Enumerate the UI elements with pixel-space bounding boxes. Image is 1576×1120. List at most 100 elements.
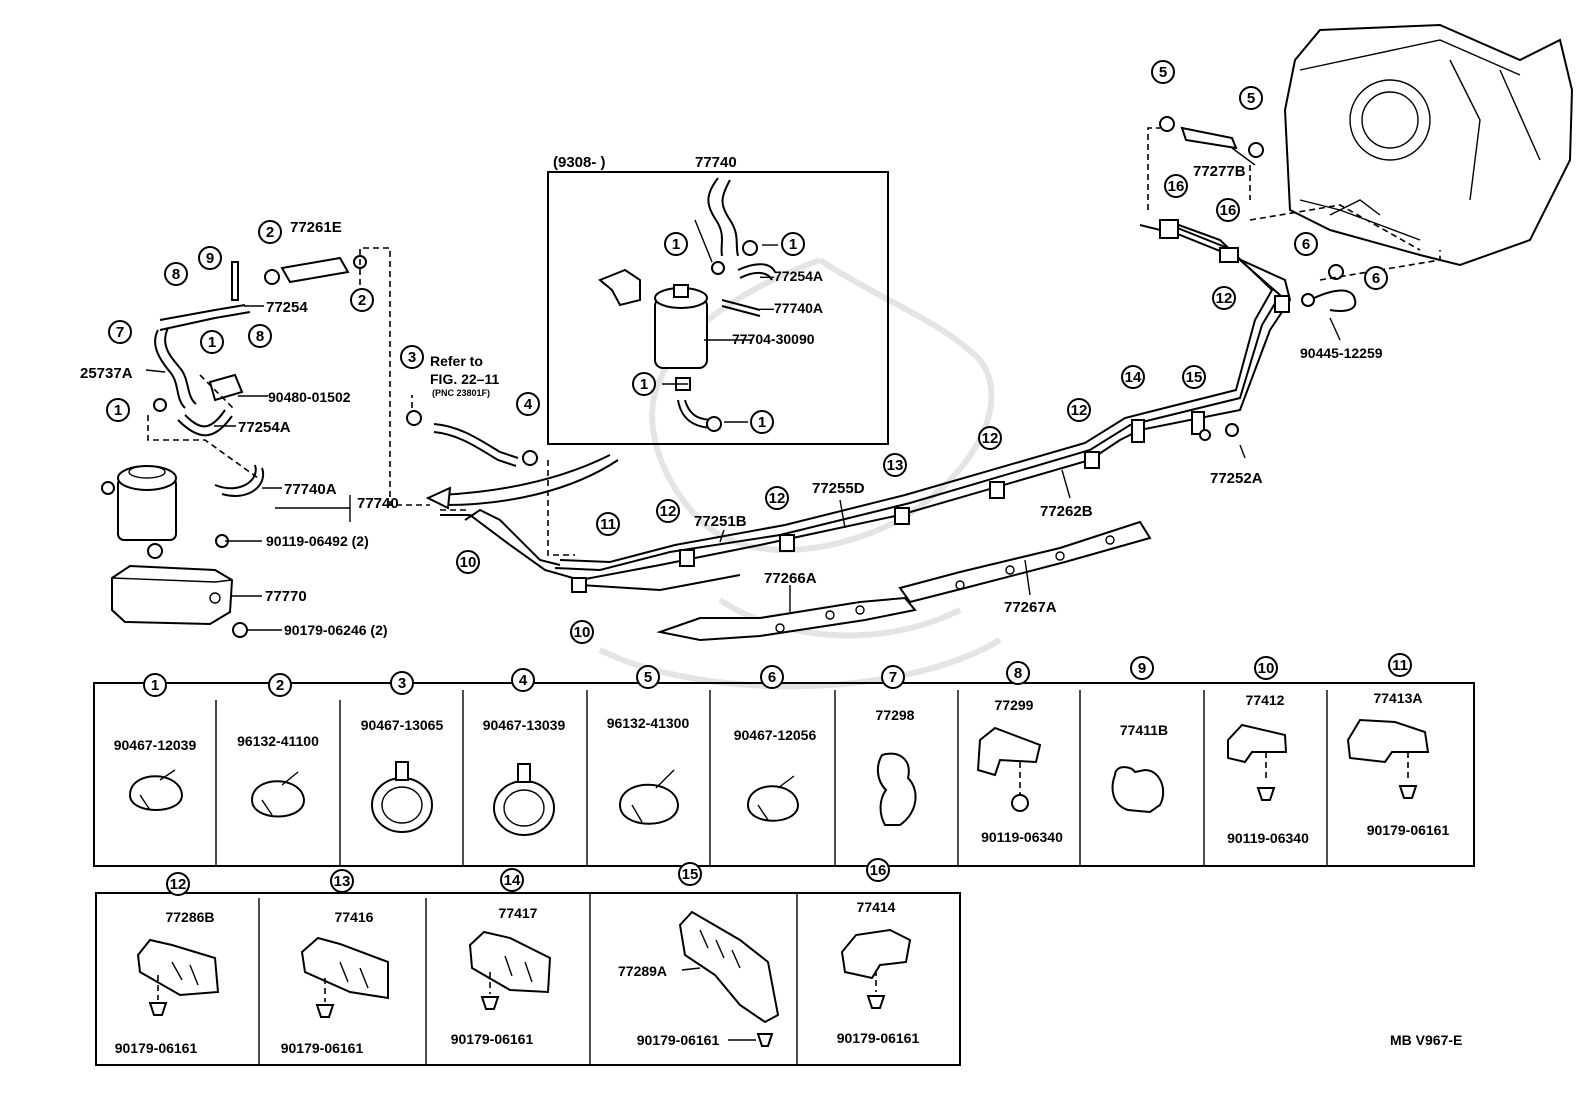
callout-2: 2	[350, 288, 374, 312]
row1-cell-8: 8 77299 90119-06340	[976, 661, 1063, 845]
leader-lines	[145, 147, 1341, 612]
row1-cell-10: 10 77412 90119-06340	[1227, 656, 1309, 846]
svg-text:9: 9	[1138, 660, 1146, 677]
svg-text:1: 1	[789, 236, 797, 253]
callout-3: 3	[400, 345, 424, 369]
label-77770: 77770	[265, 588, 307, 605]
part-number: 77289A	[618, 963, 667, 979]
svg-text:5: 5	[1159, 64, 1167, 81]
svg-text:2: 2	[276, 677, 284, 694]
bracket-77266A	[656, 596, 917, 642]
row2-cell-14: 14 77417 90179-06161	[451, 868, 552, 1047]
callout-1: 1	[632, 372, 656, 396]
callout-1: 1	[200, 330, 224, 354]
svg-text:6: 6	[1372, 270, 1380, 287]
svg-text:16: 16	[1168, 178, 1185, 195]
svg-text:13: 13	[887, 457, 904, 474]
refer-note-line1: Refer to	[430, 353, 483, 369]
part-number: 90467-12039	[114, 737, 197, 753]
svg-text:7: 7	[889, 669, 897, 686]
row2-cell-16: 16 77414 90179-06161	[837, 858, 919, 1046]
fuel-tank	[1283, 23, 1574, 267]
row1-cell-11: 11 77413A 90179-06161	[1346, 653, 1450, 838]
callout-12: 12	[765, 486, 789, 510]
svg-text:2: 2	[266, 224, 274, 241]
svg-text:5: 5	[644, 669, 652, 686]
label-90480-01502: 90480-01502	[268, 389, 351, 405]
svg-text:1: 1	[114, 402, 122, 419]
part-number: 77414	[857, 899, 896, 915]
svg-text:6: 6	[1302, 236, 1310, 253]
svg-text:2: 2	[358, 292, 366, 309]
row1-cell-1: 1 90467-12039	[114, 673, 197, 811]
callout-6: 6	[1364, 266, 1388, 290]
label-77740A-inset: —77740A	[760, 300, 823, 316]
svg-text:12: 12	[660, 503, 677, 520]
reference-arrow	[425, 454, 619, 510]
part-number: 90467-12056	[734, 727, 817, 743]
svg-text:15: 15	[682, 866, 699, 883]
fastener-number: 90179-06161	[115, 1040, 198, 1056]
part-number: 77413A	[1373, 690, 1422, 706]
svg-text:12: 12	[170, 876, 187, 893]
callout-15: 15	[1182, 365, 1206, 389]
diagram-labels: 77261E 77254 25737A 90480-01502 77254A 7…	[80, 163, 1462, 1048]
svg-text:11: 11	[1392, 657, 1408, 674]
part-number: 96132-41100	[237, 733, 319, 749]
label-77740A-left: 77740A	[284, 481, 337, 498]
fastener-number: 90179-06161	[1367, 822, 1450, 838]
svg-text:12: 12	[1216, 290, 1233, 307]
svg-text:14: 14	[1125, 369, 1142, 386]
callout-6: 6	[1294, 232, 1318, 256]
callout-7: 7	[108, 320, 132, 344]
svg-text:1: 1	[672, 236, 680, 253]
part-number: 77412	[1246, 692, 1285, 708]
callout-1: 1	[781, 232, 805, 256]
fastener-number: 90179-06161	[281, 1040, 364, 1056]
rear-hoses	[1147, 116, 1441, 441]
row1-cell-6: 6 90467-12056	[734, 665, 817, 822]
svg-text:3: 3	[398, 675, 406, 692]
part-number: 77411B	[1120, 722, 1168, 738]
svg-text:8: 8	[172, 266, 180, 283]
label-77254A-left: 77254A	[238, 419, 291, 436]
charcoal-canister-group	[101, 247, 575, 638]
diagram-callouts: 2 2 9 8 8 7 1 1 3 4 1 1 1 1 5 5 16 16 6 …	[106, 60, 1388, 644]
label-77266A: 77266A	[764, 570, 817, 587]
diagram-code: MB V967-E	[1390, 1032, 1462, 1048]
svg-text:4: 4	[524, 396, 533, 413]
svg-text:10: 10	[1258, 660, 1275, 677]
label-77262B: 77262B	[1040, 503, 1093, 520]
callout-8: 8	[248, 324, 272, 348]
svg-text:15: 15	[1186, 369, 1203, 386]
parts-table-row-1	[93, 682, 1475, 867]
callout-5: 5	[1151, 60, 1175, 84]
svg-text:16: 16	[1220, 202, 1237, 219]
part-number: 77286B	[165, 909, 214, 925]
svg-text:14: 14	[504, 872, 521, 889]
svg-text:6: 6	[768, 669, 776, 686]
label-77277B: 77277B	[1193, 163, 1246, 180]
label-77252A: 77252A	[1210, 470, 1263, 487]
part-number: 96132-41300	[607, 715, 690, 731]
inset-date-range: (9308- )	[553, 154, 606, 171]
row1-cell-4: 4 90467-13039	[483, 668, 565, 836]
callout-12: 12	[978, 426, 1002, 450]
row2-cell-12: 12 77286B 90179-06161	[115, 872, 220, 1056]
svg-text:1: 1	[758, 414, 766, 431]
fastener-number: 90119-06340	[981, 829, 1063, 845]
label-77261E: 77261E	[290, 219, 342, 236]
svg-text:16: 16	[870, 862, 887, 879]
svg-text:1: 1	[208, 334, 216, 351]
fastener-number: 90119-06340	[1227, 830, 1309, 846]
svg-text:5: 5	[1247, 90, 1255, 107]
callout-1: 1	[664, 232, 688, 256]
label-90179-06246: 90179-06246 (2)	[284, 622, 388, 638]
row2-cell-13: 13 77416 90179-06161	[281, 869, 389, 1056]
part-number: 90467-13065	[361, 717, 444, 733]
label-90445-12259: 90445-12259	[1300, 345, 1383, 361]
callout-10: 10	[570, 620, 594, 644]
inset-part-77740: 77740	[695, 154, 737, 171]
svg-text:3: 3	[408, 349, 416, 366]
callout-10: 10	[456, 550, 480, 574]
